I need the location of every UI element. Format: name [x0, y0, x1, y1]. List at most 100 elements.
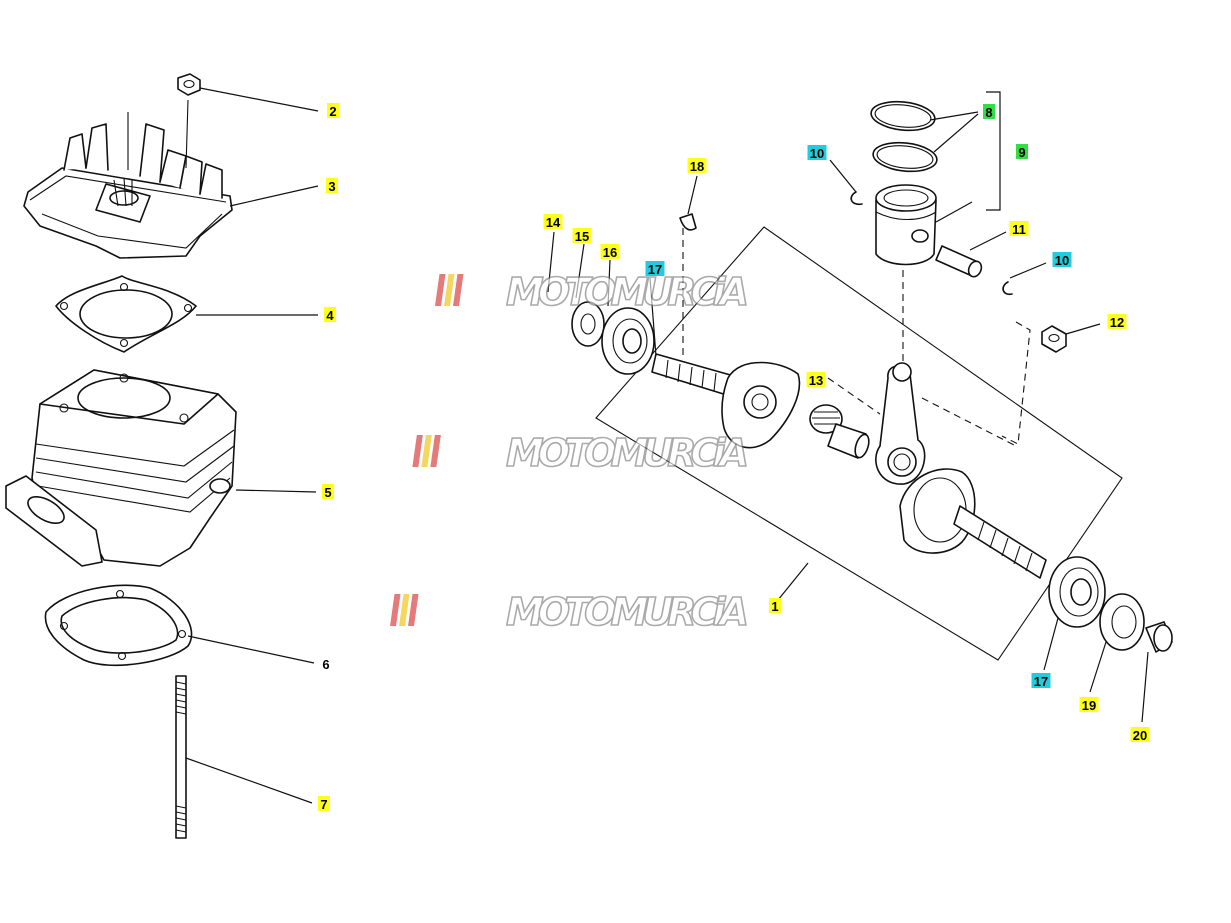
callout-labels: 2 3 4 5 6 7 8 9 10 10 11 12 13 14 15 16 17 17 18 19 20 1: [318, 103, 1150, 812]
callout-number: 10: [1055, 253, 1069, 268]
watermark-stripe: [421, 435, 432, 467]
callout-highlight: [645, 261, 665, 276]
callout-number: 18: [690, 159, 704, 174]
callout-17: 17: [1031, 673, 1051, 689]
callout-14: 14: [543, 214, 563, 230]
callout-3: 3: [326, 178, 338, 194]
part-7-stud: [175, 675, 187, 839]
callout-number: 1: [771, 599, 778, 614]
callout-highlight: [324, 307, 336, 322]
callout-10: 10: [1052, 252, 1072, 268]
part-10-circlip-lower: [1002, 281, 1013, 296]
callout-number: 20: [1133, 728, 1147, 743]
callout-18: 18: [687, 158, 707, 174]
callout-highlight: [543, 214, 563, 229]
callout-highlight: [322, 484, 334, 499]
callout-20: 20: [1130, 727, 1150, 743]
callout-12: 12: [1107, 314, 1127, 330]
callout-5: 5: [322, 484, 334, 500]
callout-number: 9: [1018, 145, 1025, 160]
watermark-stripe: [434, 274, 446, 306]
crank-pin: [827, 423, 870, 459]
part-8-piston-rings: [870, 100, 938, 173]
callout-number: 16: [603, 245, 617, 260]
callout-number: 10: [810, 146, 824, 161]
callout-1: 1: [769, 598, 781, 614]
callout-highlight: [687, 158, 707, 173]
part-20-spacer: [1145, 621, 1173, 653]
callout-16: 16: [600, 244, 620, 260]
watermark-text: MOTOMURCiA: [506, 590, 752, 634]
part-5-cylinder: [5, 369, 237, 567]
callout-highlight: [769, 598, 781, 613]
part-9-piston: [875, 184, 973, 266]
callout-highlight: [1031, 673, 1051, 688]
part-2-nut: [177, 73, 201, 96]
callout-number: 2: [329, 104, 336, 119]
callout-number: 5: [324, 485, 331, 500]
part-19-oil-seal: [1099, 593, 1145, 651]
watermarks: MOTOMURCiA MOTOMURCiA MOTOMURCiA: [390, 269, 752, 635]
callout-highlight: [1079, 697, 1099, 712]
callout-number: 3: [328, 179, 335, 194]
callout-highlight: [600, 244, 620, 259]
callout-highlight: [572, 228, 592, 243]
callout-number: 8: [985, 105, 992, 120]
callout-highlight: [1130, 727, 1150, 742]
callout-highlight: [327, 103, 339, 118]
part-3-cylinder-head: [23, 99, 233, 259]
part-18-woodruff-key: [679, 213, 697, 231]
callout-highlight: [806, 372, 826, 387]
callout-7: 7: [318, 796, 330, 812]
callout-highlight: [318, 796, 330, 811]
part-13-needle-bearing: [809, 404, 843, 434]
watermark-stripe: [412, 435, 423, 467]
leader-lines-right: [547, 111, 1149, 723]
callout-number: 13: [809, 373, 823, 388]
watermark-stripe: [399, 594, 410, 626]
callout-15: 15: [572, 228, 592, 244]
part-17-bearing-right: [1048, 556, 1106, 628]
watermark-stripe: [408, 594, 419, 626]
callout-11: 11: [1009, 221, 1029, 237]
callout-number: 4: [326, 308, 334, 323]
watermark-stripe: [430, 435, 441, 467]
callout-highlight: [1009, 221, 1029, 236]
callout-4: 4: [324, 307, 336, 323]
callout-number: 14: [546, 215, 561, 230]
callout-8: 8: [983, 104, 995, 120]
bracket-9: [986, 91, 1001, 211]
assembly-guides: [682, 228, 1031, 447]
watermark-logo: MOTOMURCiA: [434, 269, 750, 315]
callout-number: 12: [1110, 315, 1124, 330]
leader-lines-left: [185, 87, 319, 804]
part-4-head-gasket: [55, 275, 197, 353]
callout-17: 17: [645, 261, 665, 277]
part-15-oil-seal: [571, 301, 605, 347]
callout-2: 2: [327, 103, 339, 119]
callout-number: 15: [575, 229, 589, 244]
callout-highlight: [326, 178, 338, 193]
callout-number: 11: [1012, 222, 1026, 237]
callout-number: 17: [648, 262, 662, 277]
callout-19: 19: [1079, 697, 1099, 713]
callout-10: 10: [807, 145, 827, 161]
callout-number: 7: [320, 797, 327, 812]
connecting-rod: [875, 362, 926, 485]
callout-highlight: [1016, 144, 1028, 159]
crankshaft-left-half: [651, 353, 801, 449]
callout-6: 6: [322, 657, 329, 672]
part-16-bearing: [601, 307, 655, 375]
callout-highlight: [1052, 252, 1072, 267]
part-1-assembly-outline: [595, 226, 1123, 661]
callout-9: 9: [1016, 144, 1028, 160]
watermark-text: MOTOMURCiA: [506, 431, 752, 475]
watermark-stripe: [443, 274, 455, 306]
watermark-logo: MOTOMURCiA: [412, 430, 752, 476]
callout-number: 17: [1034, 674, 1048, 689]
watermark-stripe: [390, 594, 401, 626]
callout-number: 6: [322, 657, 329, 672]
crankshaft-right-half: [899, 468, 1047, 579]
callout-number: 19: [1082, 698, 1096, 713]
